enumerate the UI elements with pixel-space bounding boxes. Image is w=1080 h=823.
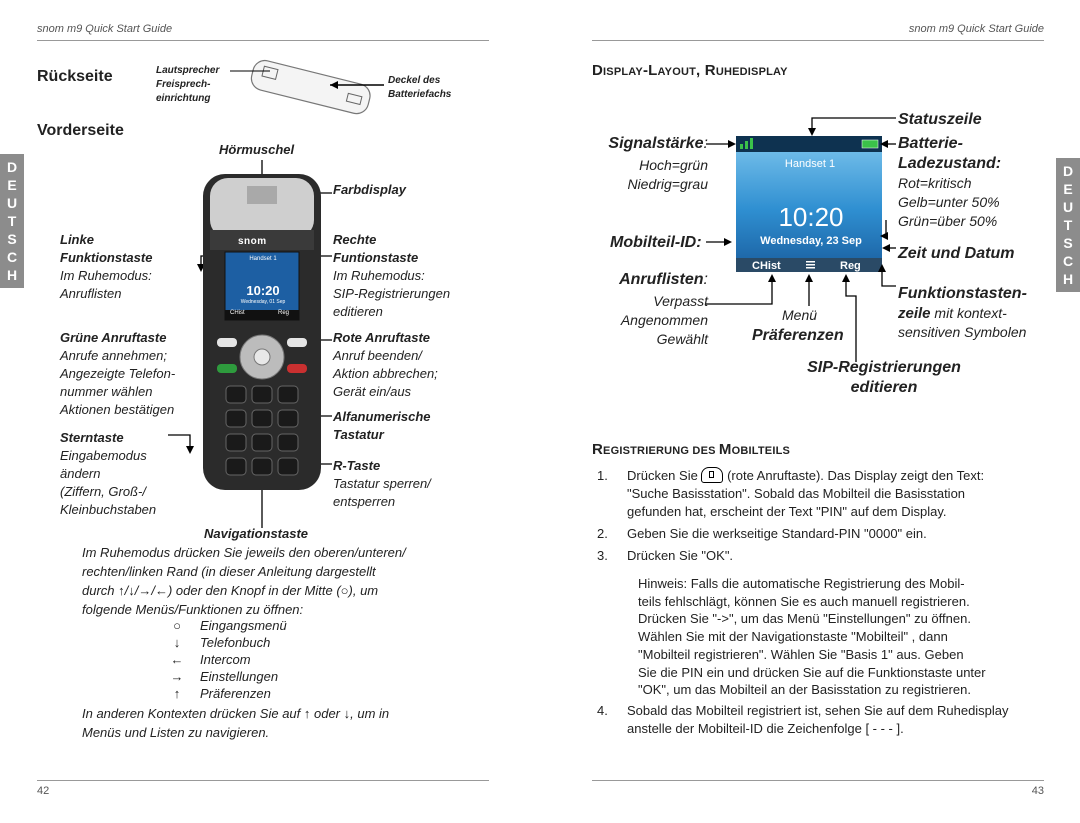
- navigation-menu-list: ○Eingangsmenü ↓Telefonbuch ←Intercom →Ei…: [170, 618, 287, 701]
- left-function-key-block: Linke Funktionstaste Im Ruhemodus: Anruf…: [60, 232, 153, 301]
- phone-back-image: [230, 59, 384, 115]
- signal-strength-block: Signalstärke: Hoch=grün Niedrig=grau: [608, 135, 708, 192]
- step-1: 1. Drücken Sie (rote Anruftaste). Das Di…: [597, 467, 985, 519]
- red-key-block: Rote Anruftaste Anruf beenden/ Aktion ab…: [333, 330, 438, 399]
- alphanumeric-keypad-label: Alfanumerische Tastatur: [333, 409, 431, 442]
- front-title: Vorderseite: [37, 122, 124, 139]
- sip-registration-label: SIP-Registrierungen editieren: [807, 359, 961, 396]
- earpiece-label: Hörmuschel: [219, 142, 295, 157]
- left-page-number: 42: [37, 785, 50, 797]
- handset-id-label: Mobilteil-ID:: [610, 234, 702, 251]
- phone-screen-time: 10:20: [246, 283, 280, 298]
- display-layout-heading: DISPLAY-LAYOUT, RUHEDISPLAY: [592, 62, 788, 79]
- display-date: Wednesday, 23 Sep: [760, 235, 862, 247]
- display-softkey-chist: CHist: [752, 260, 781, 272]
- phone-screen-softkey-right: Reg: [278, 310, 290, 316]
- right-header-rule: [592, 40, 1044, 41]
- battery-level-block: Batterie- Ladezustand: Rot=kritisch Gelb…: [898, 135, 1002, 229]
- step-4: 4. Sobald das Mobilteil registriert ist,…: [597, 703, 1009, 736]
- step-2: 2. Geben Sie die werkseitige Standard-PI…: [597, 526, 927, 541]
- right-footer-rule: [592, 780, 1044, 781]
- star-key-block: Sterntaste Eingabemodus ändern (Ziffern,…: [60, 430, 157, 517]
- display-time: 10:20: [778, 202, 844, 232]
- phone-front-image: [168, 160, 332, 528]
- speaker-label: Lautsprecher Freisprech- einrichtung: [156, 65, 220, 104]
- right-page-number: 43: [1031, 785, 1044, 797]
- menu-label: Menü: [782, 307, 818, 323]
- r-key-block: R-Taste Tastatur sperren/ entsperren: [333, 458, 431, 509]
- right-page-header: snom m9 Quick Start Guide: [908, 23, 1044, 35]
- back-title: Rückseite: [37, 68, 113, 85]
- registration-hint: Hinweis: Falls die automatische Registri…: [638, 576, 986, 698]
- left-page-header: snom m9 Quick Start Guide: [37, 23, 173, 35]
- phone-screen-date: Wednesday, 01 Sep: [240, 299, 286, 305]
- function-key-line-block: Funktionstasten- zeile mit kontext- sens…: [898, 285, 1027, 340]
- green-key-block: Grüne Anruftaste Anrufe annehmen; Angeze…: [60, 330, 176, 417]
- call-lists-block: Anruflisten: Verpasst Angenommen Gewählt: [619, 271, 708, 347]
- time-date-label: Zeit und Datum: [898, 245, 1015, 262]
- phone-screen-handset: Handset 1: [249, 256, 277, 262]
- display-diagram: [706, 117, 896, 362]
- right-function-key-block: Rechte Funtionstaste Im Ruhemodus: SIP-R…: [333, 232, 451, 319]
- color-display-label: Farbdisplay: [333, 182, 406, 197]
- left-header-rule: [37, 40, 489, 41]
- display-softkey-reg: Reg: [840, 260, 861, 272]
- display-handset-name: Handset 1: [784, 158, 836, 170]
- phone-screen-softkey-left: CHist: [230, 310, 245, 316]
- step-3: 3. Drücken Sie "OK".: [597, 548, 734, 563]
- navigation-context-note: In anderen Kontexten drücken Sie auf ↑ o…: [82, 706, 390, 740]
- navigation-key-title: Navigationstaste: [204, 526, 309, 541]
- battery-cover-label: Deckel des Batteriefachs: [388, 75, 452, 100]
- red-call-key-icon: [701, 467, 724, 483]
- registration-heading: REGISTRIERUNG DES MOBILTEILS: [592, 441, 791, 458]
- left-footer-rule: [37, 780, 489, 781]
- phone-brand-logo: snom: [238, 236, 267, 247]
- navigation-description: Im Ruhemodus drücken Sie jeweils den obe…: [82, 545, 406, 617]
- preferences-label: Präferenzen: [752, 327, 844, 344]
- status-line-label: Statuszeile: [898, 111, 982, 128]
